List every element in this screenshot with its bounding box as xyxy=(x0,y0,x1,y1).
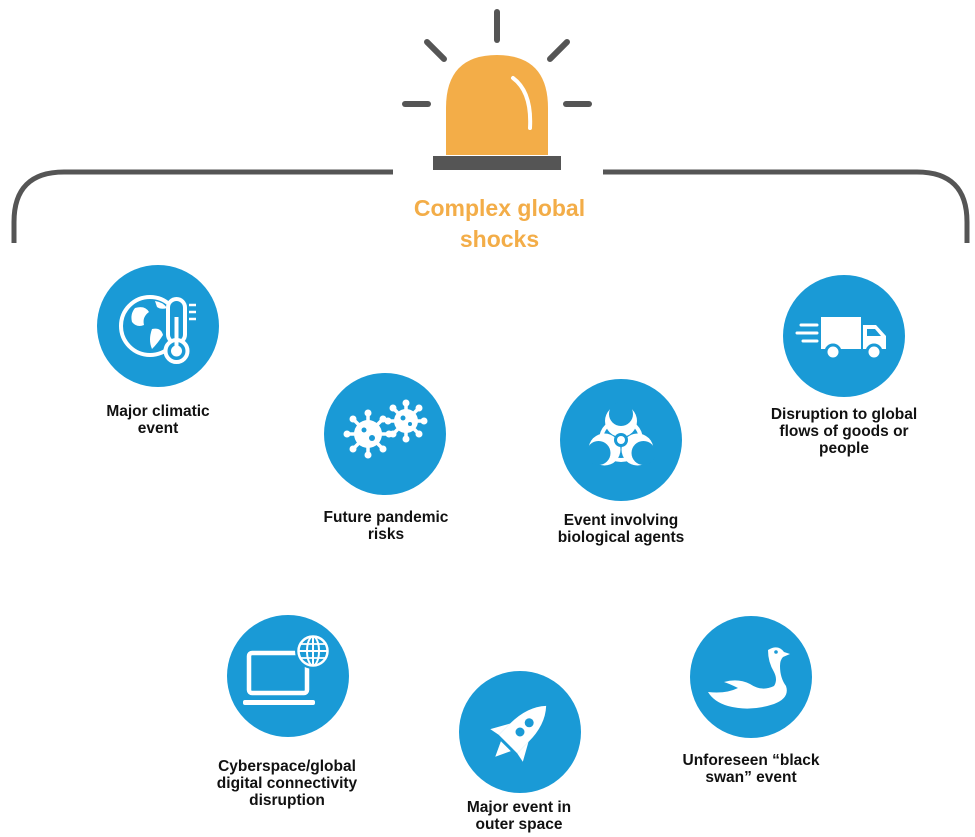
label-line: disruption xyxy=(249,792,325,809)
label-line: Future pandemic xyxy=(323,509,449,526)
label-line: Major climatic xyxy=(106,403,210,420)
label-line: Event involving xyxy=(563,512,679,529)
rocket-circle xyxy=(459,671,581,793)
label-line: biological agents xyxy=(557,529,685,546)
label-line: Disruption to global xyxy=(770,406,918,423)
bracket-left xyxy=(11,169,393,243)
cyber-circle xyxy=(227,615,349,737)
label-line: flows of goods or xyxy=(779,423,909,440)
delivery-truck-icon xyxy=(795,317,886,361)
label-line: Unforeseen “black xyxy=(682,752,820,769)
truck-circle xyxy=(783,275,905,397)
pandemic-circle xyxy=(324,373,446,495)
virus-icon xyxy=(343,399,428,459)
diagram-title: Complex global shocks xyxy=(387,193,612,255)
label-line: risks xyxy=(367,526,405,543)
shock-label: Major event in outer space xyxy=(399,799,639,833)
shock-label: Future pandemic risks xyxy=(266,509,506,543)
climate-circle xyxy=(97,265,219,387)
shock-label: Event involving biological agents xyxy=(501,512,741,546)
swan-icon xyxy=(708,647,790,709)
label-line: Cyberspace/global xyxy=(218,758,356,775)
globe-thermometer-icon xyxy=(119,295,196,364)
label-line: outer space xyxy=(475,816,563,833)
shock-label: Major climatic event xyxy=(38,403,278,437)
label-line: people xyxy=(819,440,869,457)
biohazard-circle xyxy=(560,379,682,501)
laptop-globe-icon xyxy=(243,633,331,705)
shock-label: Cyberspace/global digital connectivity d… xyxy=(167,758,407,809)
shock-label: Unforeseen “black swan” event xyxy=(631,752,871,786)
shock-label: Disruption to global flows of goods or p… xyxy=(724,406,964,457)
title-line-1: Complex global xyxy=(413,195,586,221)
swan-circle xyxy=(690,616,812,738)
label-line: event xyxy=(137,420,179,437)
biohazard-icon xyxy=(586,402,656,466)
rocket-icon xyxy=(490,705,547,762)
label-line: Major event in xyxy=(466,799,572,816)
bracket-right xyxy=(603,169,970,243)
alarm-beacon-icon xyxy=(402,9,592,170)
title-line-2: shocks xyxy=(459,226,540,252)
label-line: digital connectivity xyxy=(216,775,358,792)
label-line: swan” event xyxy=(705,769,797,786)
